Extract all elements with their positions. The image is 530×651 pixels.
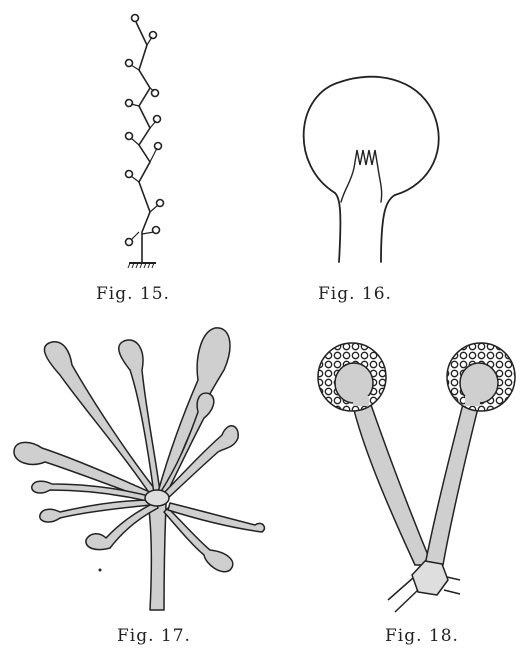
- fig15-caption: Fig. 15.: [96, 284, 170, 304]
- fig17-drawing: [14, 328, 264, 610]
- fig16-stalk-right: [381, 195, 395, 262]
- fig17-dot: [99, 569, 102, 572]
- fig18-drawing: [318, 343, 515, 612]
- fig17-stem: [148, 502, 166, 610]
- fig16-stalk-left: [335, 193, 340, 262]
- fig17-caption: Fig. 17.: [117, 626, 191, 646]
- fig18-lower-left: [388, 578, 418, 612]
- fig15-zigzag-stem: [136, 22, 150, 262]
- fig18-caption: Fig. 18.: [385, 626, 459, 646]
- fig15-drawing: [126, 15, 164, 269]
- fig16-drawing: [304, 77, 439, 262]
- fig17-clubs: [14, 328, 264, 572]
- fig15-branches: [131, 37, 158, 240]
- fig18-left-arm: [352, 402, 432, 565]
- fig18-right-arm: [425, 400, 480, 565]
- fig17-hub: [145, 490, 169, 506]
- fig16-columella: [341, 150, 382, 202]
- fig16-caption: Fig. 16.: [318, 284, 392, 304]
- fig16-sac-outline: [304, 77, 439, 195]
- fig15-beads: [126, 15, 164, 246]
